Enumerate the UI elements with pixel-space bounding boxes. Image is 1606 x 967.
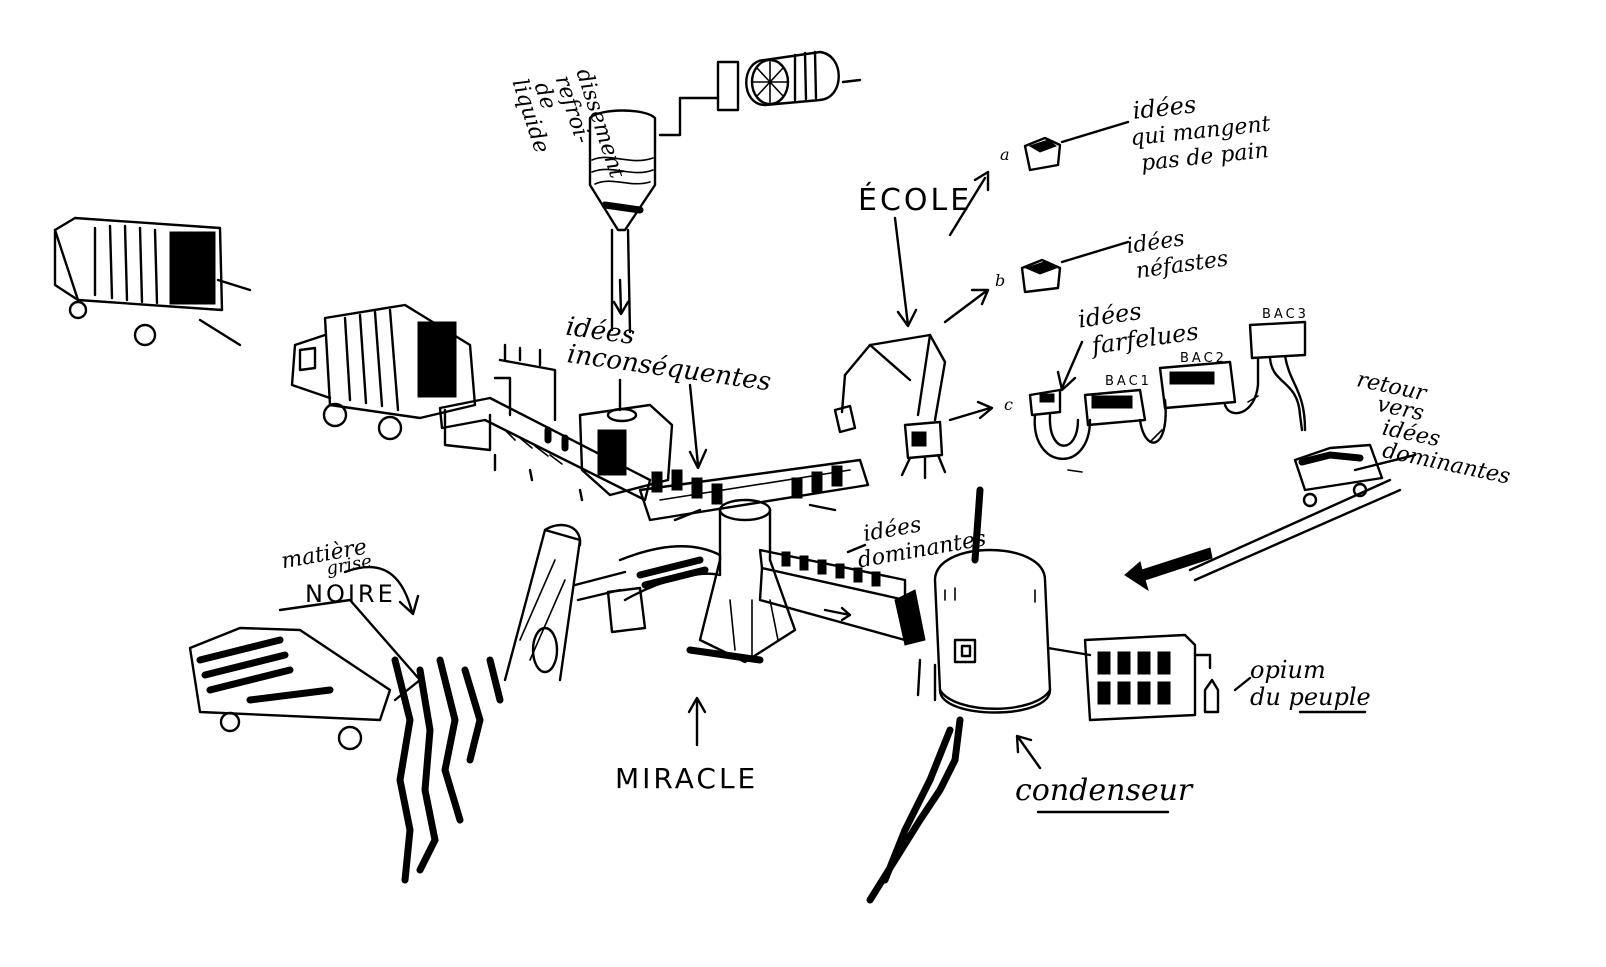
label-retour: retour vers idées dominantes <box>1354 367 1512 489</box>
idea-box-b <box>1020 258 1062 294</box>
label-dominantes: idées dominantes <box>856 512 988 573</box>
truck-far-left <box>53 216 252 347</box>
label-branch-c: c <box>1004 395 1013 414</box>
cooling-reservoir <box>658 50 862 137</box>
school-crane <box>833 333 947 480</box>
bac-tanks <box>1028 320 1307 460</box>
garbage-truck <box>290 303 477 441</box>
label-opium-2: du peuple <box>1250 683 1371 711</box>
label-retour-4: dominantes <box>1380 438 1512 489</box>
label-liquide: liquide de refroi- dissement <box>507 66 630 182</box>
label-opium-1: opium <box>1250 656 1326 684</box>
label-bac3: BAC3 <box>1262 307 1309 322</box>
opium-box <box>1083 633 1220 722</box>
return-cart <box>1124 443 1402 592</box>
label-bac1: BAC1 <box>1105 374 1152 389</box>
label-branch-b: b <box>995 271 1005 290</box>
upper-conveyor <box>438 343 674 502</box>
black-matter-truck <box>188 598 504 884</box>
label-mangent-1: idées <box>1131 90 1197 125</box>
label-bac2: BAC2 <box>1180 351 1227 366</box>
label-branch-a: a <box>1000 145 1010 164</box>
label-miracle: MIRACLE <box>615 762 758 795</box>
lower-conveyor <box>758 548 926 646</box>
central-hub <box>606 458 870 664</box>
condenser <box>866 486 1092 904</box>
label-mangent: idées qui mangent pas de pain <box>1129 90 1272 176</box>
arrows <box>343 120 1417 770</box>
left-crane-arm <box>503 523 627 682</box>
label-inconsequentes-2: inconséquentes <box>565 339 773 397</box>
label-ecole: ÉCOLE <box>858 182 972 218</box>
idea-box-a <box>1023 136 1062 172</box>
label-nefastes: idées néfastes <box>1125 226 1230 284</box>
label-condenseur: condenseur <box>1015 773 1194 808</box>
cooling-tank <box>588 109 657 334</box>
label-inconsequentes: idées inconséquentes <box>564 312 773 398</box>
label-noire: NOIRE <box>305 580 396 608</box>
